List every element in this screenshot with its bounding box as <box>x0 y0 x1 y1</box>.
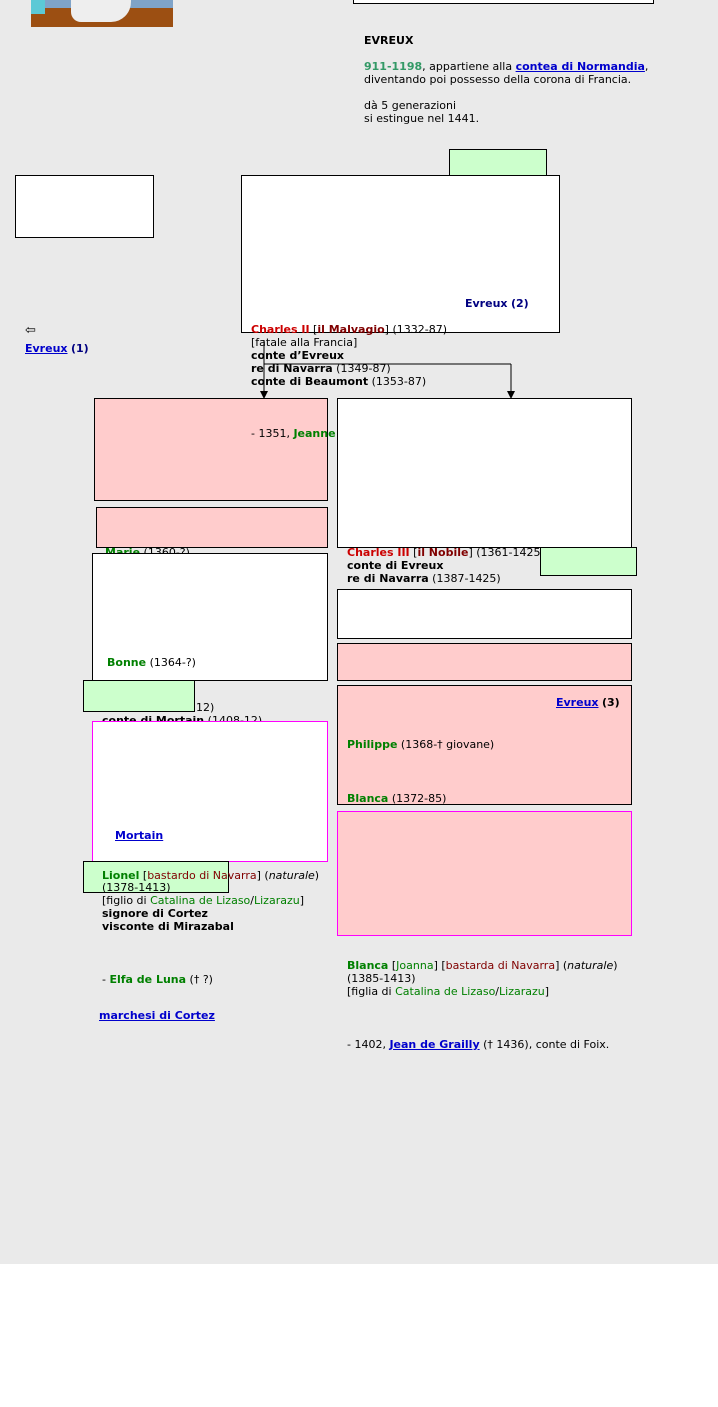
blanca2-dates: (1385-1413) <box>347 972 416 985</box>
philippe-line: Philippe (1368-† giovane) <box>347 738 495 751</box>
blanca1-line: Blanca (1372-85) <box>347 792 447 805</box>
extinct-text: si estingue nel 1441. <box>364 112 480 125</box>
lionel-tooltip-box <box>83 861 229 893</box>
intro-line2: diventando poi possesso della corona di … <box>364 73 632 86</box>
intro-text: 911-1198, appartiene alla contea di Norm… <box>364 60 649 73</box>
lionel-name[interactable]: Lionel <box>102 869 140 882</box>
next-page-link[interactable]: Evreux <box>465 297 508 310</box>
evreux3-nav[interactable]: Evreux (3) <box>556 696 620 709</box>
charles2-name[interactable]: Charles II <box>251 323 310 336</box>
spouse-info-box <box>94 398 328 501</box>
mortain-link-wrap[interactable]: Mortain <box>115 829 163 842</box>
marie-info-box <box>96 507 328 548</box>
charles2-info-box <box>241 175 560 333</box>
blanca2-name[interactable]: Blanca <box>347 959 389 972</box>
cortez-link-wrap[interactable]: marchesi di Cortez <box>99 1009 215 1022</box>
pierre-dates: 12) <box>196 701 215 714</box>
charles3-spouse-box <box>337 643 632 681</box>
evreux3-link[interactable]: Evreux <box>556 696 599 709</box>
charles3-tooltip-box <box>540 547 637 576</box>
charles2-title1: conte d’Evreux <box>251 349 345 362</box>
tree-connectors <box>260 340 515 399</box>
blanca2-spouse: - 1402, Jean de Grailly († 1436), conte … <box>347 1038 610 1051</box>
charles3-extra-box <box>337 589 632 639</box>
bonne-info-box <box>92 553 328 681</box>
back-arrow-icon[interactable]: ⇦ <box>25 323 36 338</box>
charles3-title2: re di Navarra (1387-1425) <box>347 572 501 585</box>
charles2-title2: re di Navarra (1349-87) <box>251 362 391 375</box>
mortain-info-box <box>92 721 328 862</box>
bonne-name[interactable]: Bonne <box>107 656 147 669</box>
blanca2-name-line: Blanca [Joanna] [bastarda di Navarra] (n… <box>347 959 618 972</box>
philippe-name[interactable]: Philippe <box>347 738 398 751</box>
bonne-line: Bonne (1364-?) <box>107 656 196 669</box>
philippe-info-box <box>337 685 632 805</box>
lionel-dates: (1378-1413) <box>102 881 171 894</box>
charles3-name-line: Charles III [il Nobile] (1361-1425) <box>347 546 545 559</box>
lionel-name-line: Lionel [bastardo di Navarra] (naturale) <box>102 869 320 882</box>
lionel-parents: [figlio di Catalina de Lizaso/Lizarazu] <box>102 894 305 907</box>
pierre-tooltip-box <box>83 680 195 712</box>
charles3-name[interactable]: Charles III <box>347 546 410 559</box>
top-info-box <box>353 0 654 4</box>
region-map-image <box>31 0 173 27</box>
lionel-title2: visconte di Mirazabal <box>102 920 234 933</box>
elfa-name[interactable]: Elfa de Luna <box>109 973 187 986</box>
prev-nav[interactable]: Evreux (1) <box>25 342 89 355</box>
blanca2-parents: [figlia di Catalina de Lizaso/Lizarazu] <box>347 985 550 998</box>
charles2-title3: conte di Beaumont (1353-87) <box>251 375 427 388</box>
blanca2-info-box <box>337 811 632 936</box>
left-info-box <box>15 175 154 238</box>
prev-page-link[interactable]: Evreux <box>25 342 68 355</box>
generations-text: dà 5 generazioni <box>364 99 457 112</box>
page-title: EVREUX <box>364 34 414 47</box>
mortain-link[interactable]: Mortain <box>115 829 164 842</box>
cortez-link[interactable]: marchesi di Cortez <box>99 1009 215 1022</box>
normandia-link[interactable]: contea di Normandia <box>515 60 645 73</box>
charles2-marriage: - 1351, Jeanne <box>251 427 336 440</box>
charles2-note: [fatale alla Francia] <box>251 336 358 349</box>
lionel-title1: signore di Cortez <box>102 907 208 920</box>
tooltip-box <box>449 149 547 176</box>
charles3-title1: conte di Evreux <box>347 559 444 572</box>
charles2-name-line[interactable]: Charles II [il Malvagio] (1332-87) <box>251 323 447 336</box>
lionel-spouse: - Elfa de Luna († ?) <box>102 973 213 986</box>
grailly-link[interactable]: Jean de Grailly <box>389 1038 480 1051</box>
blanca1-name[interactable]: Blanca <box>347 792 389 805</box>
charles3-info-box <box>337 398 632 548</box>
next-nav[interactable]: Evreux (2) <box>465 297 529 310</box>
spouse-name[interactable]: Jeanne <box>293 427 336 440</box>
